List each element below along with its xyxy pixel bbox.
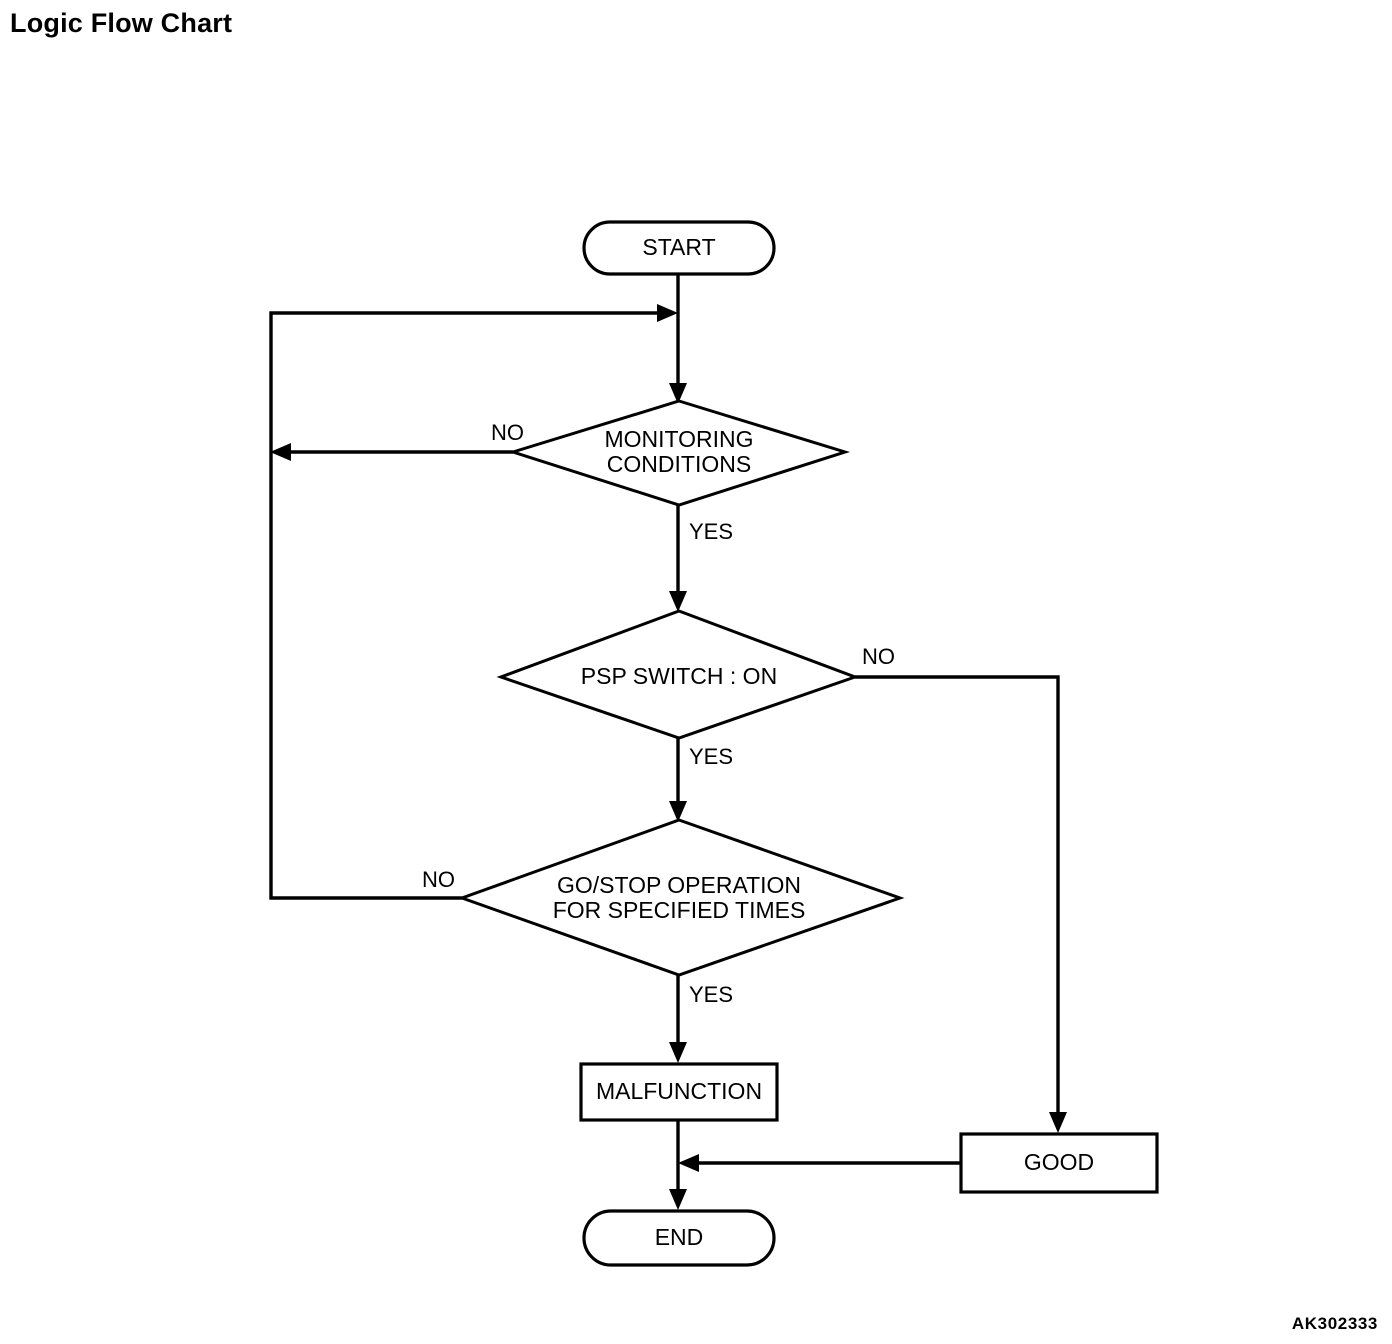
node-monitoring-conditions[interactable]: MONITORING CONDITIONS: [507, 399, 851, 507]
edge-label-psp-no: NO: [862, 644, 895, 669]
arrow-head-icon: [657, 304, 678, 322]
edge-line: [269, 452, 462, 900]
node-psp-label: PSP SWITCH : ON: [581, 663, 777, 689]
page-title: Logic Flow Chart: [10, 8, 233, 38]
node-gostop-label-line2: FOR SPECIFIED TIMES: [553, 897, 806, 923]
edge-psp-yes-to-gostop: [669, 738, 687, 822]
node-gostop-operation[interactable]: GO/STOP OPERATION FOR SPECIFIED TIMES: [457, 818, 905, 977]
edge-malfunction-to-end: [669, 1120, 687, 1210]
edge-label-monitoring-yes: YES: [689, 519, 733, 544]
arrow-head-icon: [669, 591, 687, 612]
decision-shape: [496, 609, 860, 740]
edge-label-psp-yes: YES: [689, 744, 733, 769]
figure-code: AK302333: [1291, 1314, 1378, 1333]
decision-shape: [507, 399, 851, 507]
node-malfunction-label: MALFUNCTION: [596, 1078, 762, 1104]
decision-shape: [457, 818, 905, 977]
node-monitoring-label-line2: CONDITIONS: [607, 451, 751, 477]
arrow-head-icon: [669, 1189, 687, 1210]
arrow-head-icon: [270, 443, 291, 461]
arrow-head-icon: [669, 383, 687, 404]
terminator-shape: [582, 1209, 776, 1267]
arrow-head-icon: [669, 801, 687, 822]
terminator-shape: [582, 220, 776, 276]
arrow-head-icon: [669, 1042, 687, 1063]
node-malfunction[interactable]: MALFUNCTION: [579, 1062, 779, 1122]
edge-line: [855, 675, 1060, 1123]
node-start[interactable]: START: [582, 220, 776, 276]
process-shape: [579, 1062, 779, 1122]
node-end[interactable]: END: [582, 1209, 776, 1267]
edge-monitoring-no-loopback: [269, 304, 678, 461]
node-gostop-label-line1: GO/STOP OPERATION: [557, 872, 801, 898]
edge-psp-no-to-good: [855, 675, 1067, 1133]
node-good[interactable]: GOOD: [959, 1132, 1159, 1194]
edge-line-loopback-up: [269, 311, 669, 452]
edge-label-gostop-yes: YES: [689, 982, 733, 1007]
edge-good-to-end-line: [678, 1154, 960, 1172]
edge-label-gostop-no: NO: [422, 867, 455, 892]
arrow-head-icon: [1049, 1112, 1067, 1133]
edge-gostop-yes-to-malfunction: [669, 975, 687, 1063]
edge-monitoring-yes-to-psp: [669, 505, 687, 612]
node-start-label: START: [642, 234, 715, 260]
arrow-head-icon: [678, 1154, 699, 1172]
node-psp-switch[interactable]: PSP SWITCH : ON: [496, 609, 860, 740]
node-end-label: END: [655, 1224, 704, 1250]
edge-start-to-monitoring: [669, 274, 687, 404]
node-monitoring-label-line1: MONITORING: [604, 426, 753, 452]
node-good-label: GOOD: [1024, 1149, 1094, 1175]
process-shape: [959, 1132, 1159, 1194]
edge-label-monitoring-no: NO: [491, 420, 524, 445]
edge-gostop-no-loopback: [269, 452, 462, 900]
